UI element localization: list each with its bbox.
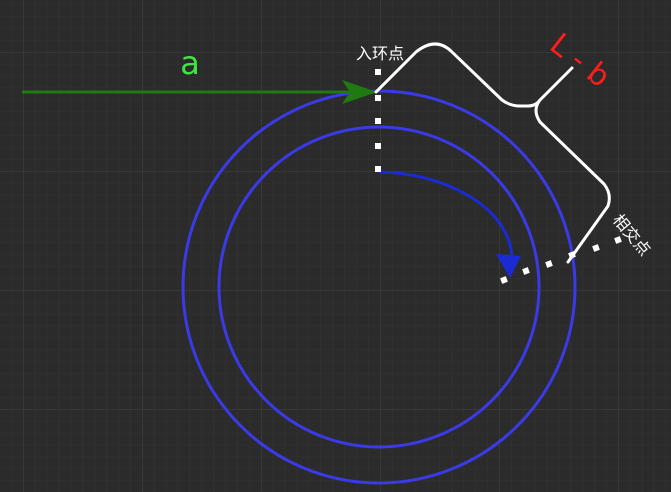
- label-a: a: [180, 44, 200, 82]
- path-a-arrowhead: [342, 80, 377, 104]
- label-entry-point: 入环点: [356, 44, 404, 63]
- inner-arc-arrowhead: [496, 254, 521, 278]
- inner-loop-circle: [217, 125, 541, 449]
- l-minus-b-brace: [374, 42, 611, 264]
- inner-arc-arrow: [377, 170, 514, 259]
- entry-dotted-line: [375, 69, 381, 172]
